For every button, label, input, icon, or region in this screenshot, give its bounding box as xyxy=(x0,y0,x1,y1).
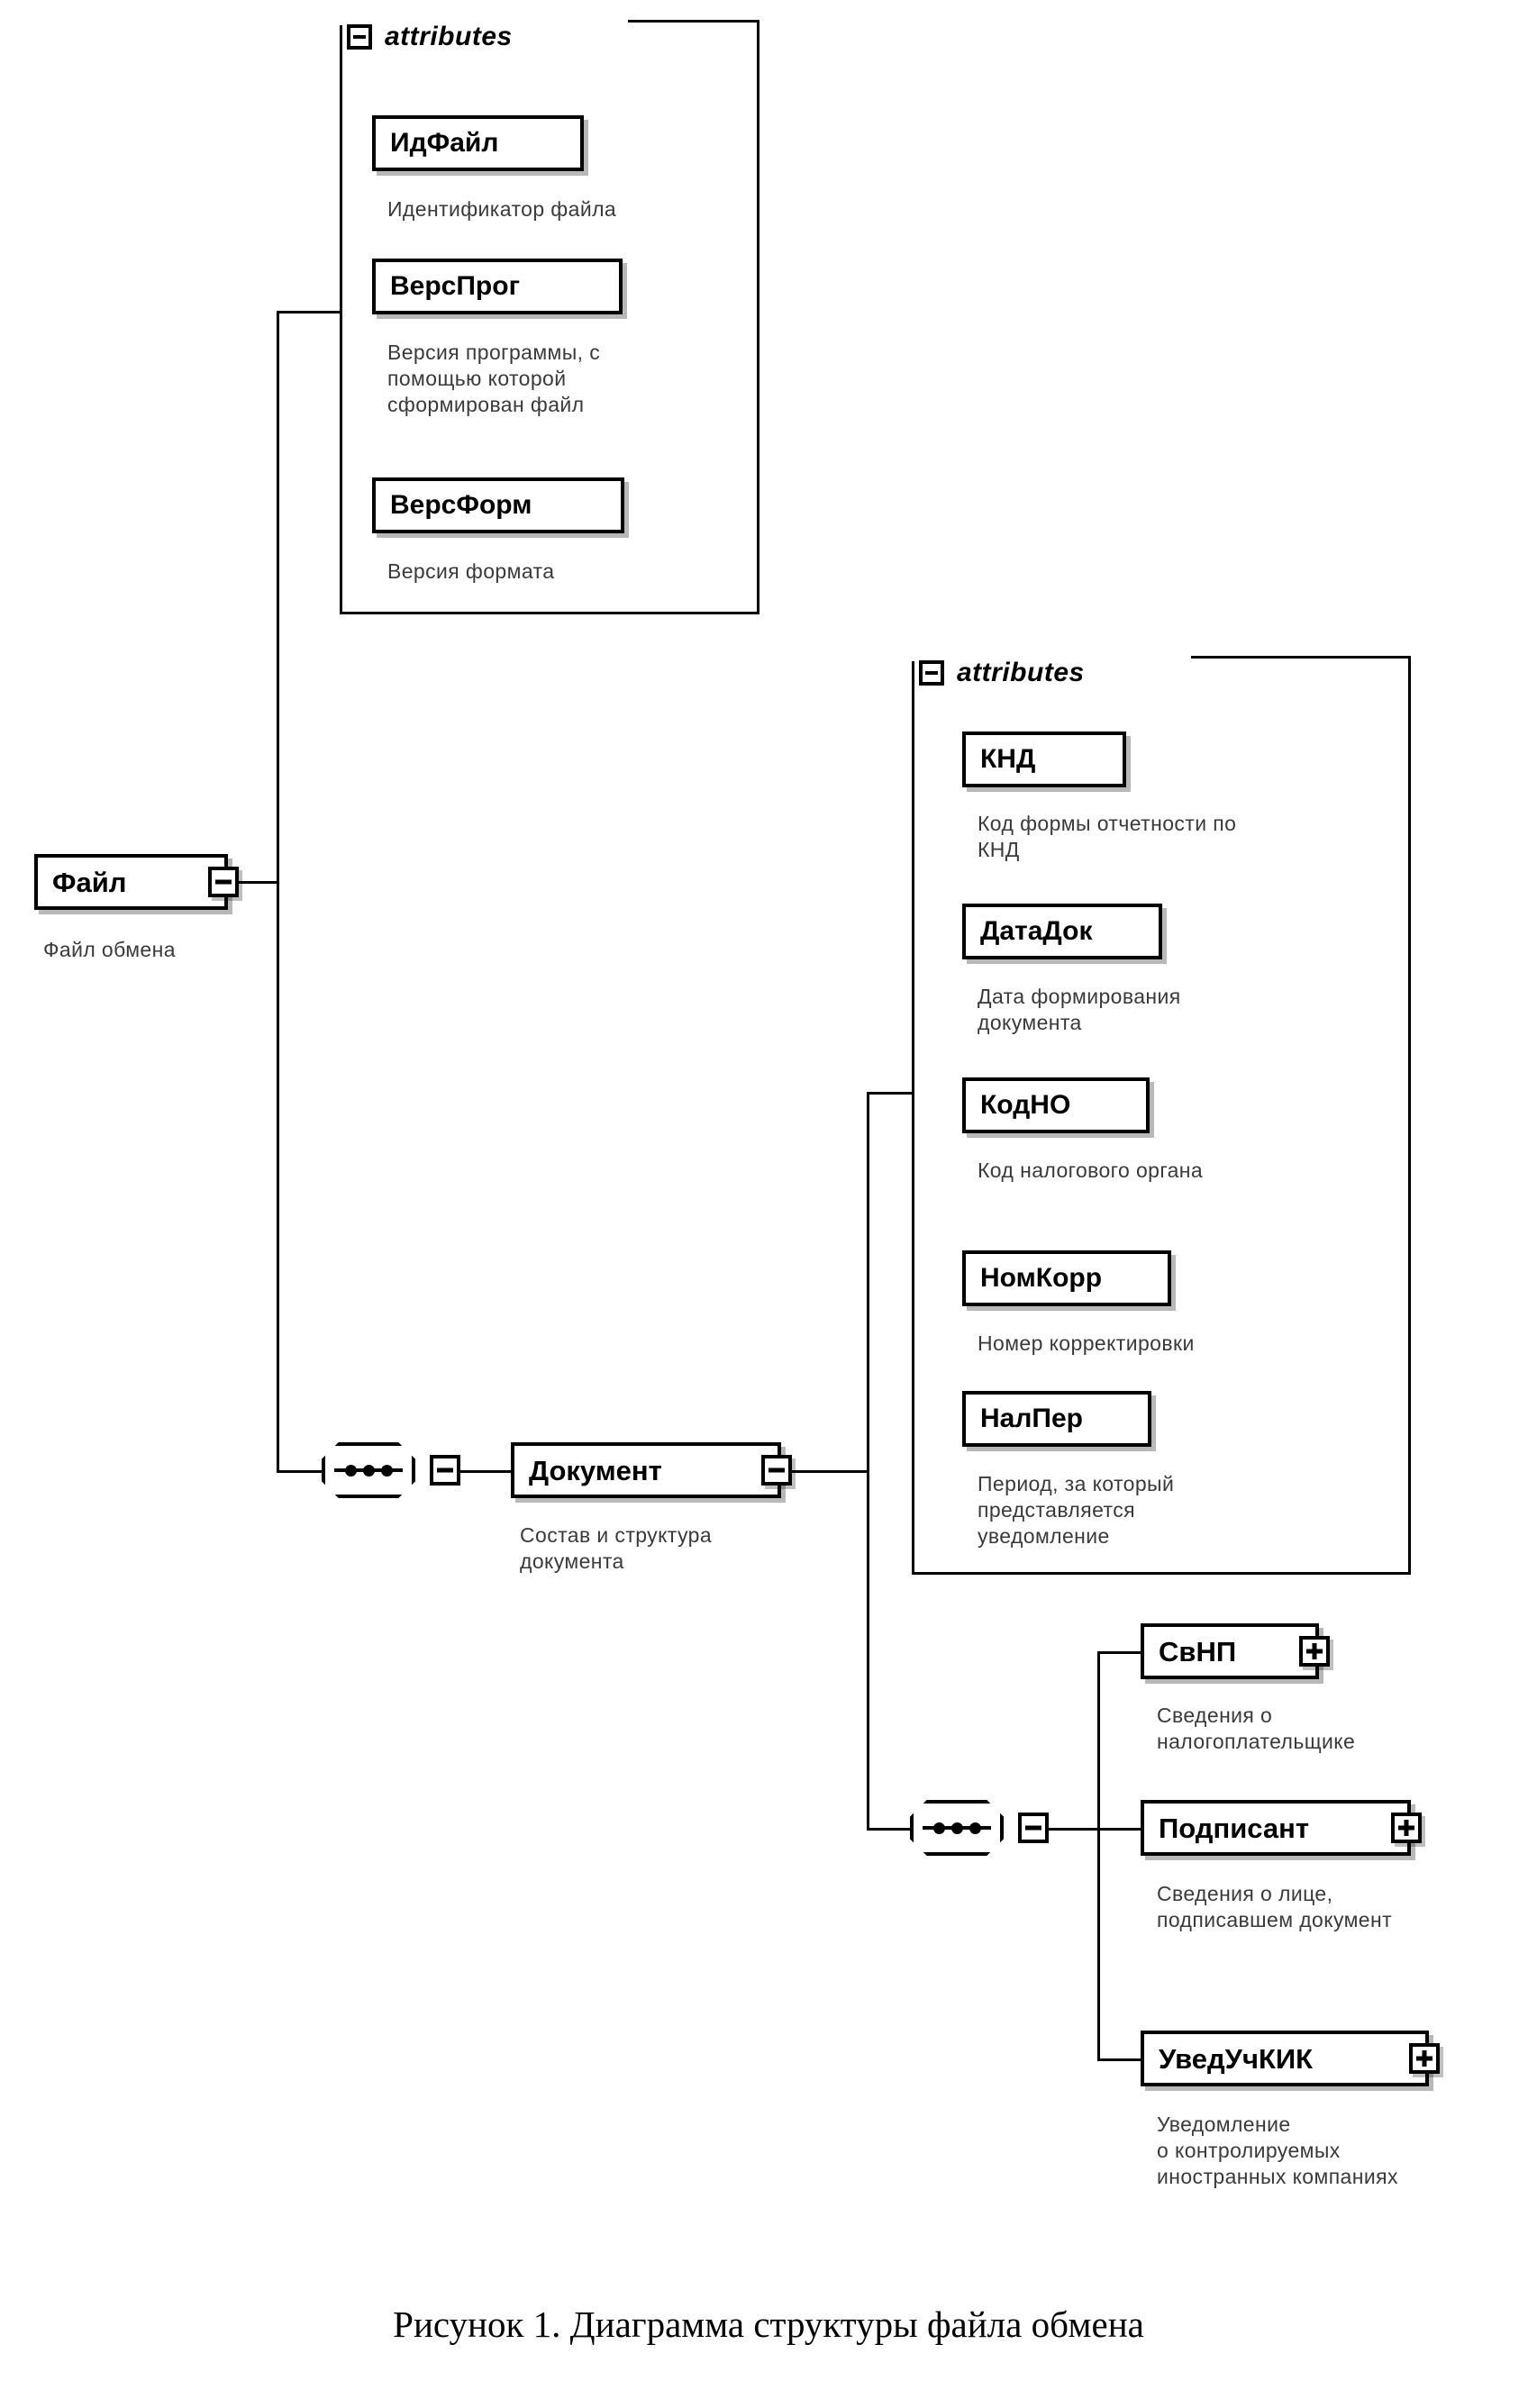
connector-file-to-attributes xyxy=(277,311,340,313)
sequence-connector-children[interactable] xyxy=(910,1800,1004,1856)
plus-toggle-icon[interactable] xyxy=(1391,1813,1422,1843)
connector-document-trunk xyxy=(867,1092,869,1831)
sequence-dot-icon xyxy=(344,1464,357,1477)
attribute-name: КНД xyxy=(980,744,1036,774)
element-name: Документ xyxy=(529,1454,662,1486)
minus-toggle-icon[interactable] xyxy=(208,867,239,897)
attribute-annotation: Код налогового органа xyxy=(978,1159,1204,1182)
connector-document-to-attributes xyxy=(867,1092,912,1095)
sequence-dot-icon xyxy=(950,1822,963,1834)
element-node-podpisant[interactable]: Подписант xyxy=(1141,1800,1422,1856)
element-name: Подписант xyxy=(1159,1812,1310,1844)
attribute-annotation: Версия формата xyxy=(387,559,555,583)
attribute-annotation: Дата формирования документа xyxy=(978,985,1181,1034)
connector-document-to-children-sequence xyxy=(867,1828,910,1831)
connector-to-svnp xyxy=(1097,1651,1141,1654)
attribute-annotation: Идентификатор файла xyxy=(387,197,617,221)
element-annotation: Сведения о налогоплательщике xyxy=(1157,1704,1356,1753)
attribute-name: КодНО xyxy=(980,1090,1071,1120)
minus-toggle-icon[interactable] xyxy=(919,660,944,686)
figure-caption: Рисунок 1. Диаграмма структуры файла обм… xyxy=(393,2304,1144,2345)
attribute-name: НомКорр xyxy=(980,1263,1103,1293)
attribute-node-nalper[interactable]: НалПер xyxy=(962,1391,1151,1447)
element-node-uveduchkik[interactable]: УведУчКИК xyxy=(1141,2031,1440,2086)
sequence-dot-icon xyxy=(362,1464,375,1477)
connector-to-podpisant xyxy=(1097,1828,1141,1831)
attribute-node-versprog[interactable]: ВерсПрог xyxy=(372,259,623,314)
connector-file-to-document-sequence xyxy=(277,1470,322,1473)
connector-to-uveduchkik xyxy=(1097,2058,1141,2061)
connector-file-to-branch xyxy=(220,881,279,884)
attribute-name: НалПер xyxy=(980,1404,1083,1433)
attribute-annotation: Период, за который представляется уведом… xyxy=(978,1472,1175,1548)
document-attributes-header: attributes xyxy=(919,658,1094,688)
attribute-node-idfayl[interactable]: ИдФайл xyxy=(372,115,584,171)
minus-toggle-icon[interactable] xyxy=(347,24,372,50)
plus-toggle-icon[interactable] xyxy=(1299,1636,1330,1667)
element-annotation: Файл обмена xyxy=(43,938,176,961)
minus-toggle-icon[interactable] xyxy=(430,1455,460,1486)
connector-sequence-to-document xyxy=(455,1470,511,1473)
attribute-annotation: Номер корректировки xyxy=(978,1331,1195,1355)
element-name: УведУчКИК xyxy=(1159,2042,1314,2075)
attribute-node-versform[interactable]: ВерсФорм xyxy=(372,477,624,533)
sequence-dot-icon xyxy=(380,1464,393,1477)
attribute-name: ВерсПрог xyxy=(390,271,521,301)
attribute-name: ДатаДок xyxy=(980,916,1093,946)
attribute-name: ИдФайл xyxy=(390,128,499,158)
attribute-annotation: Код формы отчетности по КНД xyxy=(978,812,1237,861)
plus-toggle-icon[interactable] xyxy=(1409,2043,1440,2074)
attribute-name: ВерсФорм xyxy=(390,490,532,520)
attribute-node-knd[interactable]: КНД xyxy=(962,731,1126,787)
sequence-dot-icon xyxy=(969,1822,981,1834)
connector-file-trunk xyxy=(277,311,279,1473)
element-name: СвНП xyxy=(1159,1635,1237,1667)
file-attributes-header: attributes xyxy=(347,22,522,52)
minus-toggle-icon[interactable] xyxy=(1018,1813,1049,1843)
element-name: Файл xyxy=(52,866,127,898)
element-node-fayl[interactable]: Файл xyxy=(34,854,239,910)
connector-children-sequence-out xyxy=(1043,1828,1099,1831)
element-annotation: Уведомление о контролируемых иностранных… xyxy=(1157,2113,1398,2188)
element-node-dokument[interactable]: Документ xyxy=(511,1442,792,1498)
attribute-node-datadok[interactable]: ДатаДок xyxy=(962,904,1162,959)
file-attributes-label: attributes xyxy=(385,22,513,51)
sequence-dot-icon xyxy=(932,1822,945,1834)
element-annotation: Состав и структура документа xyxy=(520,1523,713,1573)
attribute-node-nomkorr[interactable]: НомКорр xyxy=(962,1250,1171,1306)
minus-toggle-icon[interactable] xyxy=(761,1455,792,1486)
sequence-connector-document[interactable] xyxy=(322,1442,415,1498)
attribute-annotation: Версия программы, с помощью которой сфор… xyxy=(387,341,601,416)
connector-children-trunk xyxy=(1097,1651,1100,2061)
document-attributes-label: attributes xyxy=(957,658,1085,687)
connector-document-to-branch xyxy=(784,1470,869,1473)
attribute-node-kodno[interactable]: КодНО xyxy=(962,1077,1150,1133)
element-annotation: Сведения о лице, подписавшем документ xyxy=(1157,1882,1393,1931)
element-node-svnp[interactable]: СвНП xyxy=(1141,1623,1330,1679)
